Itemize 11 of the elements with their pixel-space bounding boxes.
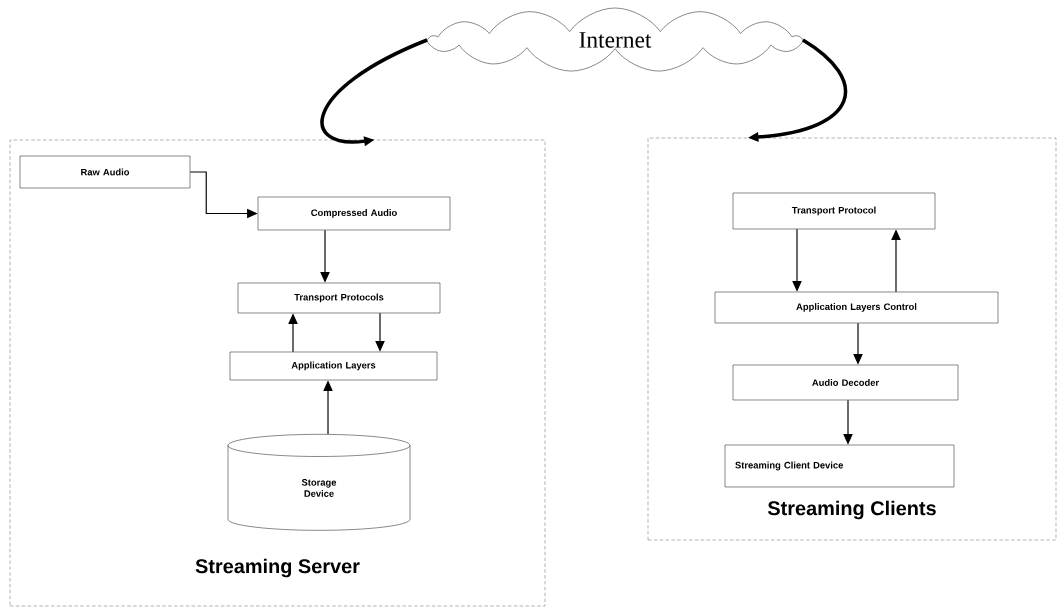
process-box: Audio Decoder — [732, 364, 959, 401]
group-title: Streaming Server — [195, 558, 360, 578]
group-title: Streaming Clients — [767, 500, 936, 520]
process-box: Raw Audio — [19, 155, 191, 189]
process-box: Compressed Audio — [257, 196, 451, 231]
process-box: Application Layers — [229, 351, 438, 381]
process-box: Transport Protocols — [237, 282, 441, 314]
process-box: Streaming Client Device — [724, 444, 955, 488]
storage-cylinder: Storage Device — [227, 434, 411, 531]
process-box: Transport Protocol — [732, 192, 936, 230]
process-box: Application Layers Control — [714, 291, 999, 324]
